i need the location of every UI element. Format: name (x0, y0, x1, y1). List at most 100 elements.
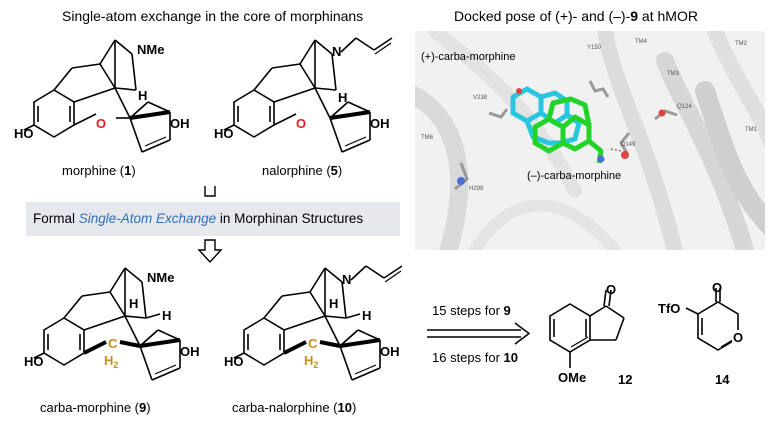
morphine-nme-label: NMe (137, 42, 164, 57)
carba-morphine-structure: NMe HO C H2 OH H H (24, 267, 200, 381)
minus-pose-nitrogen-atom (597, 155, 605, 163)
nalorphine-ring-oxygen: O (296, 116, 306, 131)
carba-nalorphine-carbon-label: C (308, 336, 318, 351)
hollow-down-arrows (197, 186, 223, 264)
right-title-part-a: Docked pose of (+)- and (–)- (454, 8, 631, 24)
carba-nalorphine-h-label: H (329, 296, 338, 311)
steps-9-text: 15 steps for (432, 303, 504, 318)
banner-highlight: Single-Atom Exchange (78, 211, 217, 226)
nalorphine-close-paren: ) (337, 163, 343, 178)
morphine-structure: NMe HO O OH H (14, 39, 190, 153)
nalorphine-caption: nalorphine (5) (262, 163, 342, 178)
hollow-arrow-bottom (197, 239, 223, 264)
helix-tm4-label: TM4 (635, 39, 647, 45)
docking-render (415, 31, 765, 250)
carba-morphine-caption: carba-morphine (9) (40, 400, 151, 415)
carba-nalorphine-oh-label: OH (380, 344, 400, 359)
carba-morphine-h-label: H (129, 296, 138, 311)
indanone-number: 12 (618, 372, 633, 387)
carba-morphine-carbon-label: C (108, 336, 118, 351)
right-title-compound-number: 9 (630, 8, 639, 24)
indanone-12-structure: O OMe (549, 282, 625, 385)
morphine-h-label: H (138, 88, 147, 103)
helix-tm2-label: TM2 (735, 41, 747, 47)
morphine-name: morphine ( (62, 163, 125, 178)
carba-nalorphine-name: carba-nalorphine ( (232, 400, 338, 415)
carba-nalorphine-structure: N HO C H2 OH H H (224, 265, 403, 381)
carba-morphine-oh-label: OH (180, 344, 200, 359)
single-atom-exchange-banner: Formal Single-Atom Exchange in Morphinan… (26, 202, 400, 236)
carba-nalorphine-close-paren: ) (351, 400, 357, 415)
pyranone-ring-oxygen: O (733, 330, 743, 345)
carba-nalorphine-ho-label: HO (224, 354, 244, 369)
indanone-ketone-oxygen: O (606, 282, 616, 297)
retro-arrow-head (514, 322, 531, 345)
carba-morphine-name: carba-morphine ( (40, 400, 139, 415)
helix-tm6-shape (415, 85, 469, 250)
plus-carba-morphine-label: (+)-carba-morphine (421, 51, 516, 63)
carba-morphine-close-paren: ) (146, 400, 151, 415)
hollow-arrow-top (204, 186, 216, 197)
nalorphine-name: nalorphine ( (262, 163, 331, 178)
pyranone-otf-label: TfO (658, 301, 680, 316)
nalorphine-n-label: N (332, 44, 341, 59)
residue-q124-sticks (654, 109, 678, 121)
helix-tm6-label: TM6 (421, 135, 433, 141)
helix-shape-a (428, 31, 582, 198)
loop-shape (469, 199, 621, 250)
residue-y150-label: Y150 (587, 45, 602, 51)
morphine-caption: morphine (1) (62, 163, 136, 178)
nalorphine-structure: N HO O OH H (214, 37, 393, 153)
morphine-number: 1 (124, 163, 132, 178)
banner-suffix: in Morphinan Structures (216, 211, 364, 226)
carba-nalorphine-h2-h: H (304, 353, 313, 368)
morphine-close-paren: ) (131, 163, 136, 178)
residue-d149-sticks (619, 132, 631, 154)
indanone-ome-label: OMe (558, 370, 586, 385)
morphine-oh-label: OH (170, 116, 190, 131)
helix-tm1-label: TM1 (745, 127, 757, 133)
steps-for-9-label: 15 steps for 9 (432, 303, 511, 318)
pyranone-carbonyl-oxygen: O (712, 280, 722, 295)
carba-nalorphine-number: 10 (337, 400, 352, 415)
steps-10-number: 10 (503, 350, 519, 365)
right-section-title: Docked pose of (+)- and (–)-9 at hMOR (454, 8, 698, 24)
carba-morphine-h2-subscript: 2 (113, 360, 118, 370)
steps-for-10-label: 16 steps for 10 (432, 350, 518, 365)
banner-text: Formal Single-Atom Exchange in Morphinan… (33, 211, 363, 226)
steps-9-number: 9 (503, 303, 511, 318)
pyranone-number: 14 (715, 372, 730, 387)
helix-tm3-label: TM3 (667, 71, 679, 77)
carba-nalorphine-n-label: N (342, 272, 351, 287)
morphine-ring-oxygen: O (96, 116, 106, 131)
residue-h299-sticks (454, 162, 469, 191)
carba-morphine-h-bridge-label: H (162, 308, 171, 323)
carba-morphine-number: 9 (139, 400, 147, 415)
docked-pose-image: (+)-carba-morphine (–)-carba-morphine Y1… (415, 31, 765, 250)
nalorphine-ho-label: HO (214, 126, 234, 141)
hbond-dashed-line (610, 148, 622, 152)
carba-nalorphine-h2-subscript: 2 (313, 360, 318, 370)
carba-nalorphine-h2-label: H2 (304, 353, 318, 370)
residue-d149-oxygen-atom (621, 151, 629, 159)
residue-h299-label: H299 (469, 186, 484, 192)
residue-q124-oxygen-atom (658, 109, 666, 117)
carba-morphine-h2-label: H2 (104, 353, 118, 370)
banner-prefix: Formal (33, 211, 79, 226)
helix-tm1-shape (695, 81, 765, 235)
residue-d149-label: D149 (621, 142, 636, 148)
helix-tm3-shape (656, 52, 754, 250)
nalorphine-h-label: H (338, 90, 347, 105)
left-section-title: Single-atom exchange in the core of morp… (62, 8, 364, 24)
carba-morphine-ho-label: HO (24, 354, 44, 369)
helix-tm4-shape (597, 31, 683, 250)
carba-nalorphine-h-bridge-label: H (362, 308, 371, 323)
minus-carba-morphine-label: (–)-carba-morphine (527, 170, 622, 182)
morphine-ho-label: HO (14, 126, 34, 141)
residue-q124-label: Q124 (677, 104, 692, 110)
carba-nalorphine-caption: carba-nalorphine (10) (232, 400, 356, 415)
nalorphine-number: 5 (330, 163, 338, 178)
residue-h299-nitrogen-atom (457, 177, 465, 185)
residue-y150-sticks (588, 80, 610, 98)
residue-v238-sticks (488, 108, 509, 119)
